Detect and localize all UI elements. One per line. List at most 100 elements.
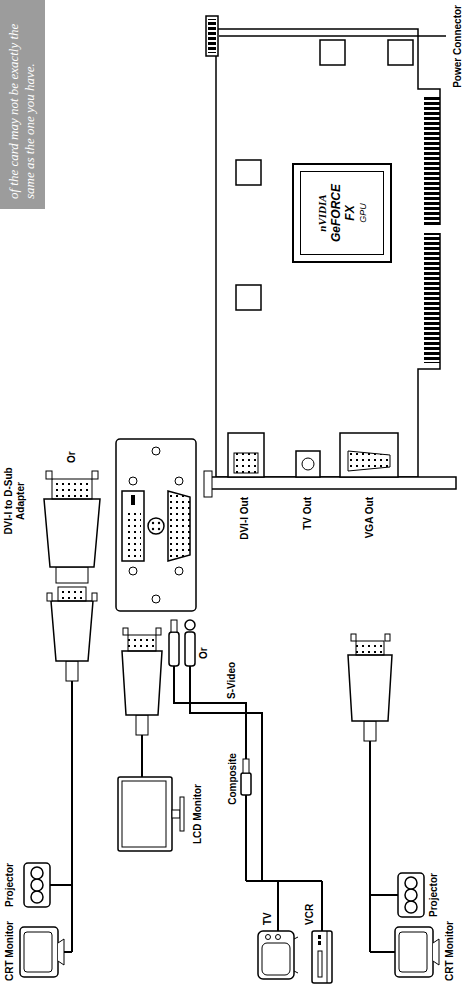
dvi-to-dsub-adapter bbox=[44, 471, 100, 583]
leader-line bbox=[219, 35, 446, 37]
rca-plug bbox=[241, 773, 251, 795]
graphics-card bbox=[340, 433, 398, 477]
node-text: nVIDIA bbox=[316, 194, 329, 231]
note-box: of the card may not be exactly the same … bbox=[0, 0, 45, 209]
graphics-card bbox=[216, 29, 440, 477]
bracket-front-view bbox=[125, 509, 141, 557]
dvi-to-dsub-adapter bbox=[56, 567, 88, 583]
graphics-card bbox=[388, 40, 413, 65]
bracket-front-view bbox=[152, 522, 154, 524]
d-sub-plug bbox=[47, 593, 52, 601]
bracket-front-view bbox=[129, 567, 137, 575]
graphics-card bbox=[204, 471, 212, 497]
graphics-card bbox=[234, 453, 258, 473]
gpu-chip: nVIDIAGeFORCE FXGPU bbox=[292, 163, 392, 263]
dvi-plug bbox=[122, 651, 162, 715]
dvi-cable bbox=[141, 735, 143, 777]
port-label: VGA Out bbox=[364, 497, 376, 579]
bracket-front-view bbox=[122, 491, 144, 561]
graphics-card bbox=[236, 285, 261, 310]
graphics-card bbox=[204, 16, 456, 497]
callout-label: Power Connector bbox=[452, 5, 464, 111]
d-sub-plug bbox=[66, 661, 78, 681]
crt-monitor-icon bbox=[20, 927, 64, 977]
or-label: Or bbox=[66, 441, 78, 463]
s-video-plugs bbox=[171, 620, 177, 632]
vga-plug bbox=[351, 634, 356, 641]
graphics-card bbox=[302, 458, 314, 470]
projector-icon bbox=[24, 863, 50, 907]
device-label: Projector bbox=[4, 855, 16, 915]
rca-plug bbox=[241, 759, 251, 795]
projector-icon bbox=[398, 873, 424, 917]
s-video-plugs bbox=[185, 620, 195, 630]
vga-cable bbox=[50, 681, 72, 952]
graphics-card bbox=[422, 225, 442, 233]
device-label: CRT Monitor bbox=[4, 915, 16, 987]
or-label: Or bbox=[198, 635, 210, 659]
graphics-card bbox=[208, 19, 216, 53]
d-sub-plug bbox=[92, 593, 97, 601]
tv-cables bbox=[246, 881, 322, 931]
vga-cable bbox=[50, 681, 72, 952]
bracket-front-view bbox=[148, 518, 164, 534]
bracket-front-view bbox=[158, 522, 160, 524]
dvi-to-dsub-adapter bbox=[52, 479, 92, 499]
cable-label: Composite bbox=[227, 747, 239, 811]
dvi-plug bbox=[123, 628, 128, 635]
bracket-front-view bbox=[158, 528, 160, 530]
dvi-plug bbox=[122, 628, 162, 735]
graphics-card bbox=[348, 451, 390, 471]
node-text: GPU bbox=[358, 203, 369, 223]
d-sub-plug bbox=[51, 601, 93, 661]
crt-monitor-icon bbox=[395, 927, 439, 977]
bracket-front-view bbox=[131, 495, 135, 505]
bracket-front-view bbox=[168, 491, 190, 561]
device-label: Projector bbox=[428, 865, 440, 925]
graphics-card bbox=[320, 40, 345, 65]
bracket-front-view bbox=[152, 447, 160, 455]
d-sub-plug bbox=[58, 587, 86, 601]
dvi-to-dsub-adapter bbox=[92, 471, 98, 479]
device-label: CRT Monitor bbox=[444, 915, 456, 987]
bracket-front-view bbox=[116, 439, 196, 611]
dvi-cable bbox=[141, 735, 143, 777]
vga-plug bbox=[348, 655, 392, 721]
port-label: DVI-I Out bbox=[239, 497, 251, 579]
cable-label: S-Video bbox=[226, 645, 238, 699]
graphics-card bbox=[296, 451, 320, 477]
graphics-card bbox=[228, 433, 264, 477]
dvi-to-dsub-adapter bbox=[44, 499, 100, 567]
dvi-to-dsub-adapter bbox=[46, 471, 52, 479]
node-text: GeFORCE FX bbox=[329, 177, 358, 249]
bracket-front-view bbox=[175, 477, 183, 485]
dvi-plug bbox=[128, 635, 156, 651]
graphics-card bbox=[236, 160, 261, 185]
s-video-plugs bbox=[169, 632, 179, 666]
graphics-card bbox=[206, 16, 218, 56]
tv-cables bbox=[174, 666, 322, 931]
vga-plug bbox=[364, 721, 376, 741]
vga-cable bbox=[370, 741, 398, 952]
vga-cable bbox=[370, 741, 398, 952]
rca-plug bbox=[243, 759, 249, 773]
bracket-front-view bbox=[152, 528, 154, 530]
vga-plug bbox=[385, 634, 390, 641]
bracket-front-view bbox=[116, 439, 196, 611]
device-label: LCD Monitor bbox=[192, 777, 204, 851]
vga-plug bbox=[356, 641, 384, 655]
node-text: of the card may not be exactly the same … bbox=[6, 10, 39, 199]
dvi-plug bbox=[136, 715, 148, 735]
device-label: VCR bbox=[304, 891, 316, 925]
s-video-plugs bbox=[169, 620, 195, 666]
graphics-card bbox=[206, 477, 456, 489]
dvi-plug bbox=[156, 628, 161, 635]
vcr-icon bbox=[312, 931, 332, 983]
d-sub-plug bbox=[47, 587, 97, 681]
s-video-plugs bbox=[185, 632, 195, 666]
device-label: TV bbox=[262, 895, 274, 925]
tv-icon bbox=[258, 931, 298, 979]
